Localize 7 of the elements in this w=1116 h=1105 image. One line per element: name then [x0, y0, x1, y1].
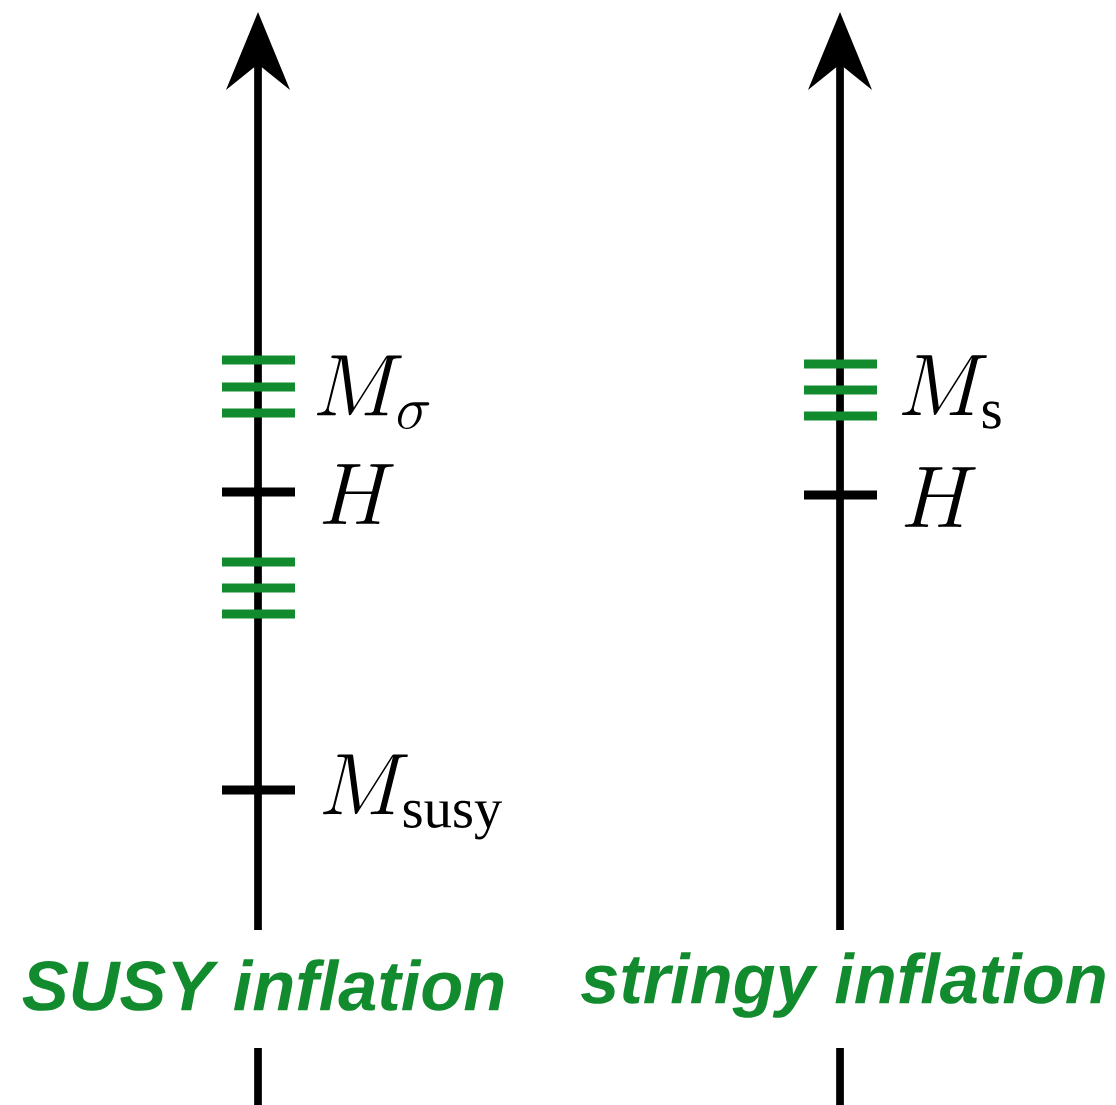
axis-label: $M_{\mathrm{s}}$: [902, 355, 1001, 429]
column-heading: stringy inflation: [581, 952, 1105, 1018]
axis-label: $M_{\mathrm{susy}}$: [323, 754, 502, 840]
axis-label: $H$: [904, 467, 976, 527]
column-heading: SUSY inflation: [22, 959, 504, 1011]
axis-label: $M_{\sigma}$: [317, 355, 430, 430]
axis-label: $H$: [322, 464, 394, 524]
